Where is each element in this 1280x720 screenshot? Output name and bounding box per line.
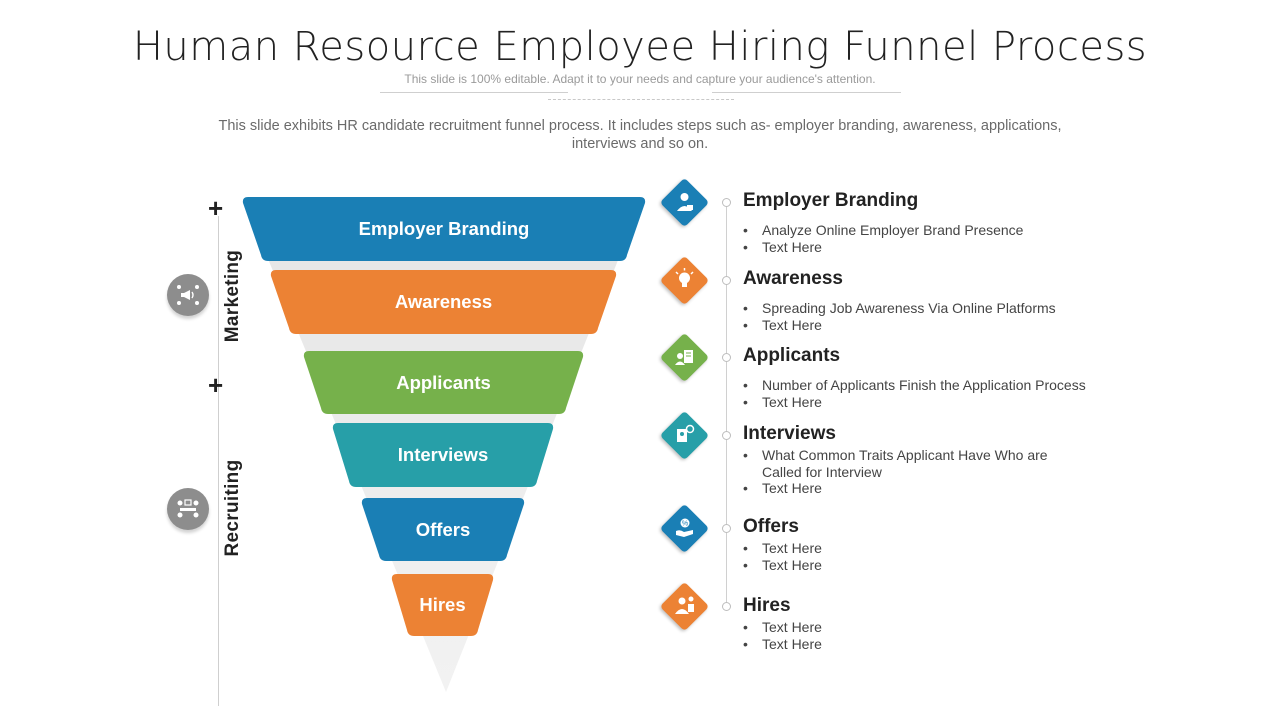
funnel-layer-6	[391, 574, 494, 636]
step-bullet: Text Here	[743, 239, 1123, 256]
marketing-group-label: Marketing	[222, 249, 243, 343]
connector-dot	[722, 602, 731, 611]
step-item: ApplicantsNumber of Applicants Finish th…	[743, 345, 1123, 410]
funnel-layer-label: Interviews	[397, 444, 489, 465]
step-bullets: Spreading Job Awareness Via Online Platf…	[743, 300, 1123, 333]
megaphone-network-icon	[167, 274, 209, 316]
connector-dot	[722, 431, 731, 440]
step-title: Hires	[743, 595, 791, 616]
step-bullet: Text Here	[743, 480, 1123, 497]
hired-person-icon	[659, 581, 709, 631]
funnel-layer-4	[332, 423, 554, 487]
step-bullet: Text Here	[743, 394, 1123, 411]
offer-hand-icon: %	[659, 503, 709, 553]
group-divider-line	[218, 216, 219, 706]
lightbulb-icon	[659, 255, 709, 305]
svg-text:%: %	[681, 520, 687, 527]
connector-dot	[722, 353, 731, 362]
step-item: HiresText HereText Here	[743, 595, 1123, 652]
step-bullet: Text Here	[743, 557, 1123, 574]
step-bullets: What Common Traits Applicant Have Who ar…	[743, 447, 1123, 497]
connector-dot	[722, 524, 731, 533]
connector-dot	[722, 198, 731, 207]
step-item: OffersText HereText Here	[743, 516, 1123, 573]
recruiting-plus-icon: +	[208, 370, 224, 400]
funnel-layer-2	[270, 270, 617, 334]
meeting-table-icon	[167, 488, 209, 530]
step-bullet: Text Here	[743, 619, 1123, 636]
subtitle-underline-right	[712, 92, 901, 93]
slide-title: Human Resource Employee Hiring Funnel Pr…	[132, 24, 1148, 70]
slide-description: This slide exhibits HR candidate recruit…	[218, 118, 1062, 152]
step-bullet: Text Here	[743, 540, 1123, 557]
step-title: Interviews	[743, 423, 836, 444]
step-bullet: Spreading Job Awareness Via Online Platf…	[743, 300, 1123, 317]
step-bullets: Number of Applicants Finish the Applicat…	[743, 377, 1123, 410]
step-bullet: Text Here	[743, 636, 1123, 653]
step-bullet: Number of Applicants Finish the Applicat…	[743, 377, 1123, 394]
marketing-plus-icon: +	[208, 193, 224, 223]
funnel-layer-3	[303, 351, 584, 414]
subtitle-dashed-divider	[548, 99, 734, 100]
funnel-layer-label: Awareness	[394, 291, 493, 312]
funnel-layer-label: Offers	[415, 518, 471, 540]
step-title: Awareness	[743, 268, 843, 289]
step-title: Applicants	[743, 345, 841, 366]
steps-connector-line	[726, 200, 727, 606]
recruiting-group-label: Recruiting	[222, 459, 243, 557]
connector-dot	[722, 276, 731, 285]
step-item: InterviewsWhat Common Traits Applicant H…	[743, 423, 1123, 497]
step-bullets: Text HereText Here	[743, 619, 1123, 652]
funnel-layer-5	[361, 498, 525, 561]
funnel-layer-label: Hires	[419, 594, 466, 615]
funnel-layer-label: Applicants	[396, 371, 491, 393]
interview-icon	[659, 410, 709, 460]
step-title: Employer Branding	[743, 190, 919, 211]
step-item: AwarenessSpreading Job Awareness Via Onl…	[743, 268, 1123, 333]
step-bullets: Analyze Online Employer Brand PresenceTe…	[743, 222, 1123, 255]
funnel-layer-1	[242, 197, 646, 261]
step-bullet: Analyze Online Employer Brand Presence	[743, 222, 1123, 239]
funnel-layer-label: Employer Branding	[358, 218, 530, 239]
applicant-card-icon	[659, 332, 709, 382]
slide-subtitle: This slide is 100% editable. Adapt it to…	[404, 72, 876, 86]
step-bullet: What Common Traits Applicant Have Who ar…	[743, 447, 1062, 480]
step-title: Offers	[743, 516, 799, 537]
step-item: Employer BrandingAnalyze Online Employer…	[743, 190, 1123, 255]
employer-badge-icon	[659, 177, 709, 227]
step-bullet: Text Here	[743, 317, 1123, 334]
step-bullets: Text HereText Here	[743, 540, 1123, 573]
subtitle-underline-left	[380, 92, 568, 93]
